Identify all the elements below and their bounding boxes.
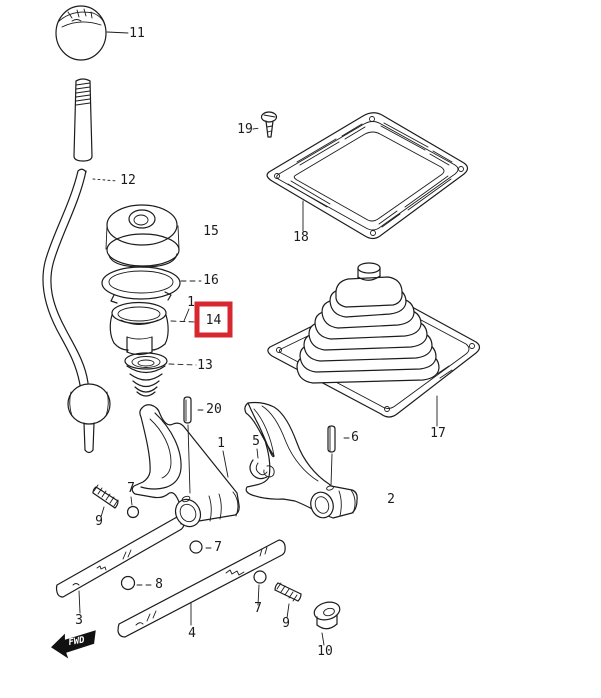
part-label-3: 3 xyxy=(75,613,83,628)
part-plug-bolt xyxy=(313,601,341,630)
part-fork-shaft-lower xyxy=(117,539,286,638)
part-label-20: 20 xyxy=(206,402,222,417)
part-label-10: 10 xyxy=(317,644,333,659)
part-label-1a: 1 xyxy=(187,295,195,310)
part-label-5: 5 xyxy=(252,434,260,449)
part-cup-bushing xyxy=(109,301,169,356)
part-ball-7c xyxy=(253,570,267,584)
part-ball-7b xyxy=(189,540,203,554)
part-label-16: 16 xyxy=(203,273,219,288)
leader-lines xyxy=(78,31,438,646)
part-label-17: 17 xyxy=(430,426,446,441)
part-spring-left xyxy=(92,484,119,509)
part-label-12: 12 xyxy=(120,173,136,188)
pin-20 xyxy=(183,396,192,424)
highlighted-part-label[interactable]: 14 xyxy=(206,313,222,328)
part-label-18: 18 xyxy=(293,230,309,245)
part-label-13: 13 xyxy=(197,358,213,373)
part-label-6: 6 xyxy=(351,430,359,445)
part-shift-knob xyxy=(55,5,107,61)
part-label-19: 19 xyxy=(237,122,253,137)
part-frame-plate xyxy=(266,112,469,240)
part-label-7b: 7 xyxy=(214,540,222,555)
part-ball-8 xyxy=(120,575,136,591)
part-lever-seat xyxy=(124,352,168,397)
highlight-rect[interactable] xyxy=(194,301,233,338)
fwd-marker: FWD xyxy=(51,630,96,659)
part-shift-fork-left xyxy=(131,396,240,528)
part-shift-lever xyxy=(42,78,111,454)
part-ball-7a xyxy=(126,505,140,519)
part-label-1b: 1 xyxy=(217,436,225,451)
part-retainer-ring xyxy=(101,266,181,304)
part-screw xyxy=(260,111,278,138)
part-label-9a: 9 xyxy=(95,514,103,529)
part-shift-fork-right xyxy=(244,401,358,519)
part-label-4: 4 xyxy=(188,626,196,641)
highlight-box-14[interactable]: 14 xyxy=(194,301,233,338)
fwd-arrow-icon xyxy=(51,630,96,659)
fwd-label: FWD xyxy=(68,635,86,648)
pin-6 xyxy=(327,425,336,453)
part-label-8: 8 xyxy=(155,577,163,592)
part-label-9b: 9 xyxy=(282,616,290,631)
part-label-7a: 7 xyxy=(127,481,135,496)
part-rubber-boot xyxy=(267,262,481,418)
part-spring-right xyxy=(274,582,302,602)
part-label-11: 11 xyxy=(129,26,145,41)
part-label-15: 15 xyxy=(203,224,219,239)
part-label-7c: 7 xyxy=(254,601,262,616)
part-boot-cover xyxy=(105,204,180,268)
clip-5 xyxy=(249,459,268,480)
part-fork-shaft-upper xyxy=(55,516,185,598)
part-label-2: 2 xyxy=(387,492,395,507)
